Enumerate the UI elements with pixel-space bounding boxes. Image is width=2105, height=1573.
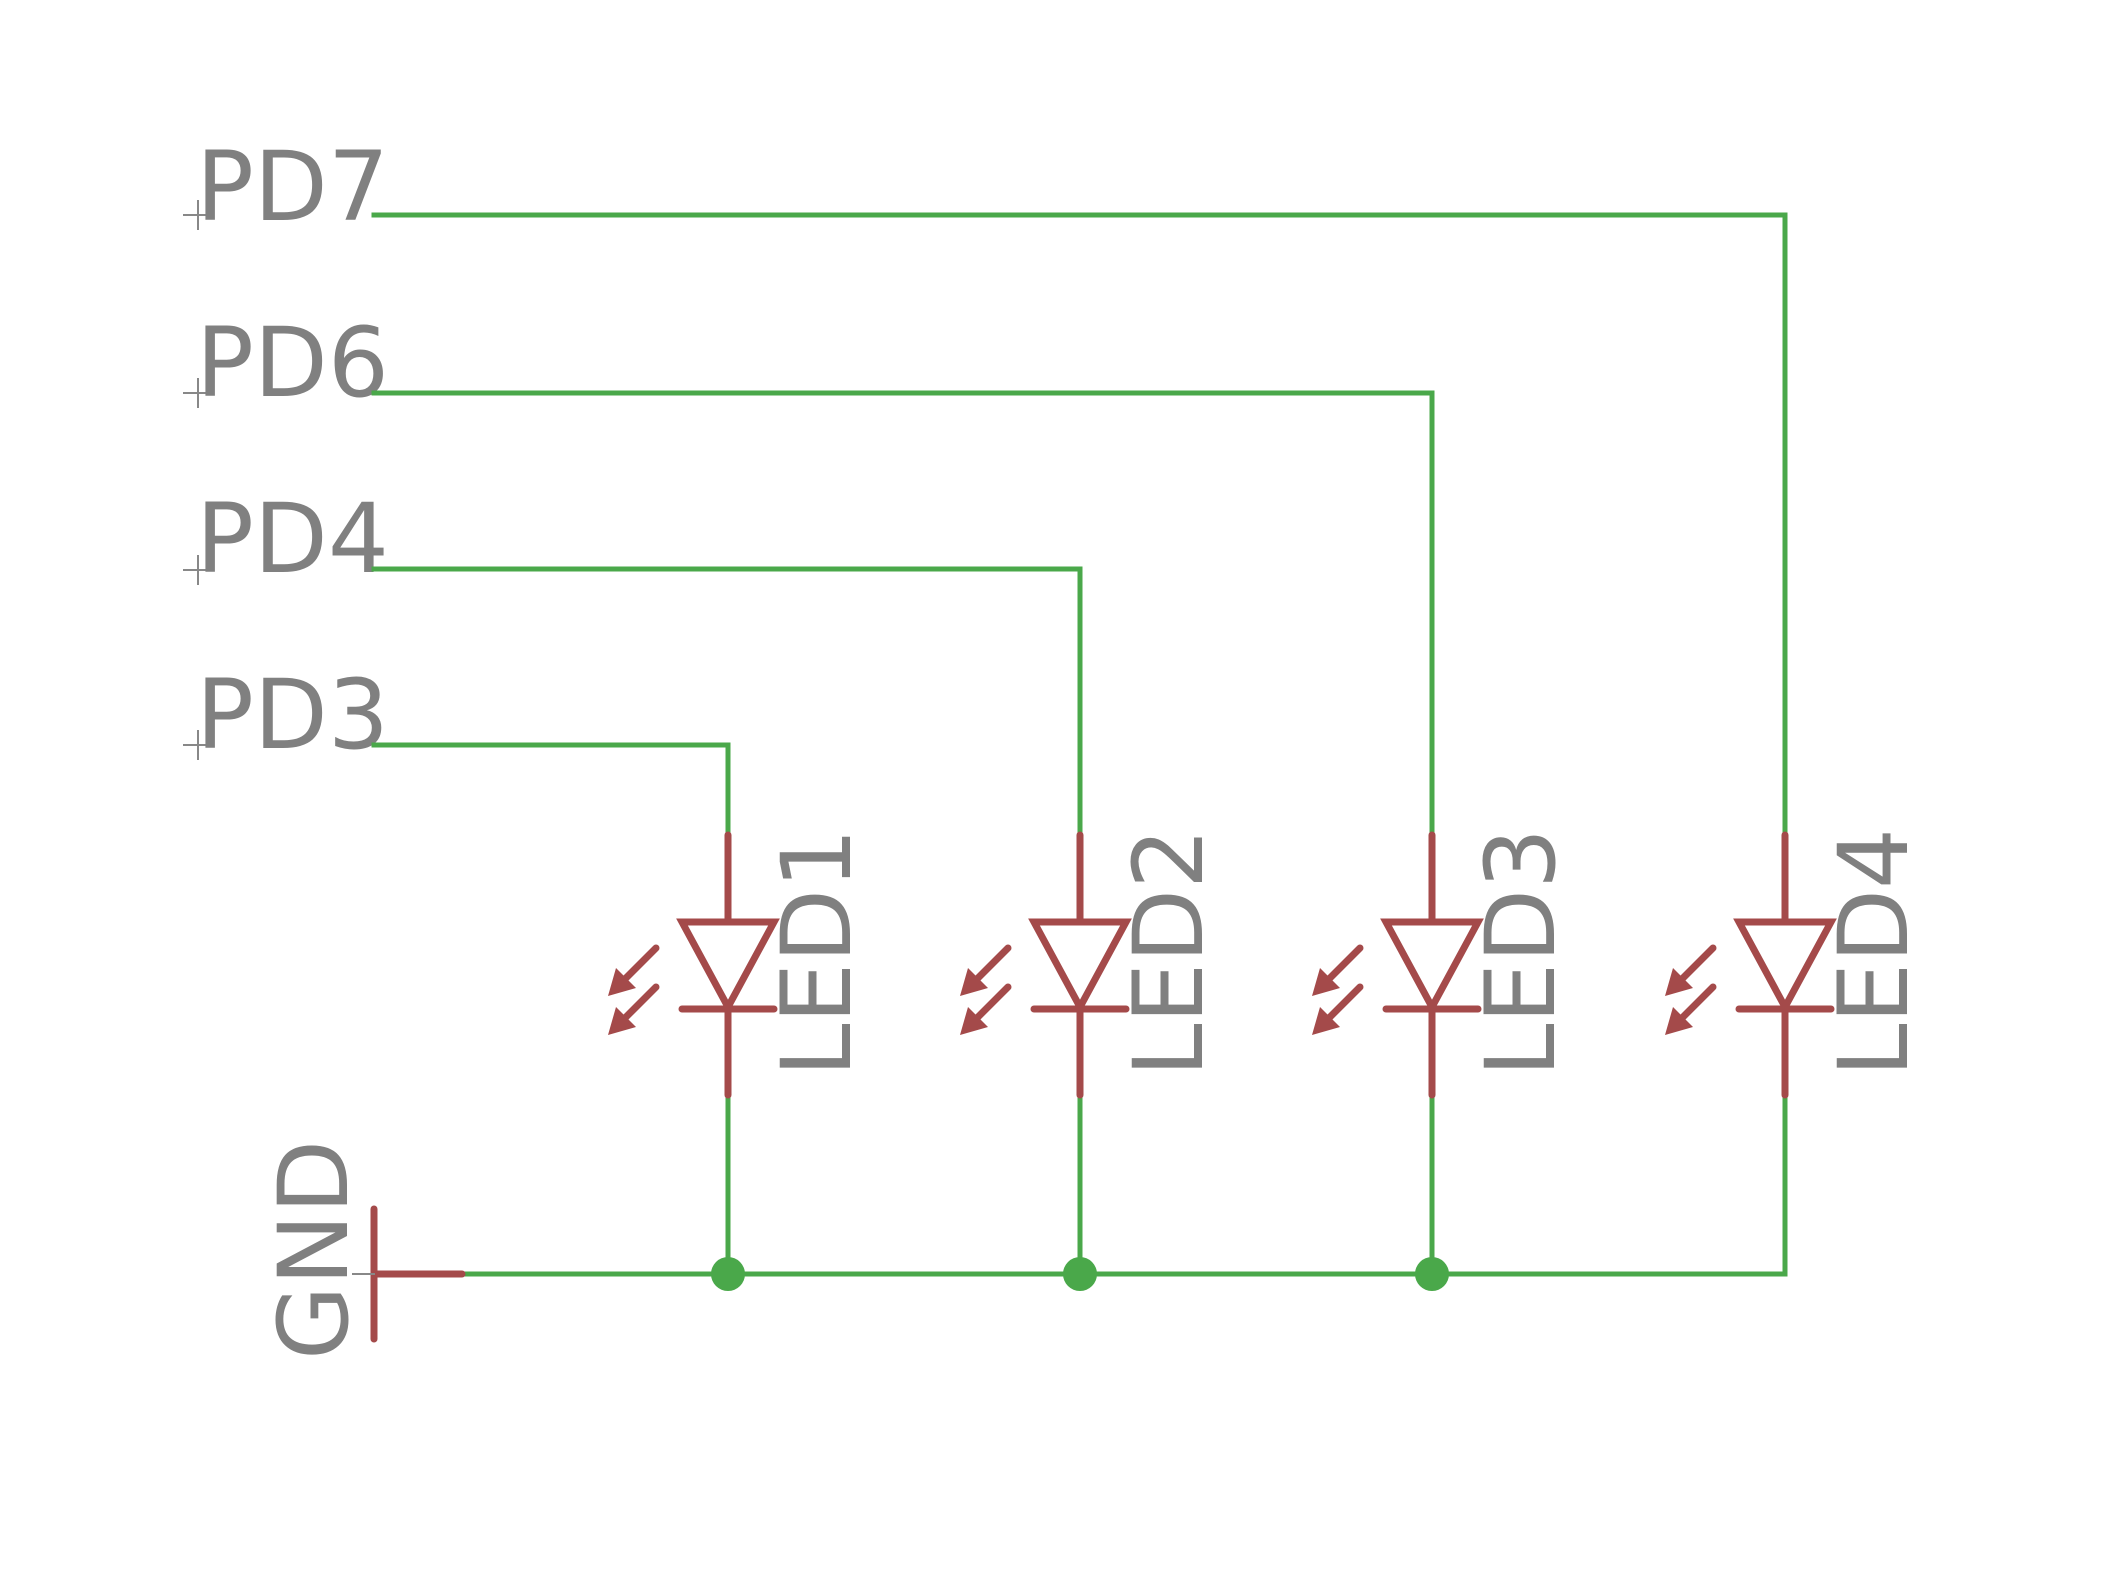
diode-triangle-icon xyxy=(676,918,780,1015)
junction-dot xyxy=(1063,1257,1097,1291)
net-label-text: PD4 xyxy=(196,483,389,595)
diode-triangle-icon xyxy=(1380,918,1484,1015)
net-label-pd4: PD4 xyxy=(183,483,389,595)
led-label: LED1 xyxy=(761,828,873,1077)
wire-pd3 xyxy=(371,742,731,833)
origin-cross xyxy=(183,378,213,408)
arrow-heads xyxy=(608,968,636,1035)
net-label-text: PD3 xyxy=(196,659,389,771)
arrow-heads xyxy=(1312,968,1340,1035)
led3-symbol: LED3 xyxy=(1312,828,1577,1099)
wire-pd4 xyxy=(371,566,1083,833)
wire-gnd-bus xyxy=(461,1097,1788,1277)
net-label-pd3: PD3 xyxy=(183,659,389,771)
net-label-text: PD7 xyxy=(196,131,389,243)
junction-dot xyxy=(1415,1257,1449,1291)
origin-cross xyxy=(183,730,213,760)
diode-triangle-icon xyxy=(1028,918,1132,1015)
led-label: LED2 xyxy=(1113,828,1225,1077)
arrow-heads xyxy=(1665,968,1693,1035)
led-label: LED3 xyxy=(1465,828,1577,1077)
led1-symbol: LED1 xyxy=(608,828,873,1099)
net-label-pd6: PD6 xyxy=(183,307,389,419)
net-label-pd7: PD7 xyxy=(183,131,389,243)
wire-pd6 xyxy=(371,390,1435,833)
junction-dot xyxy=(711,1257,745,1291)
led4-symbol: LED4 xyxy=(1665,828,1930,1099)
gnd-label: GND xyxy=(258,1140,370,1360)
diode-triangle-icon xyxy=(1733,918,1837,1015)
wire-pd7 xyxy=(371,212,1788,833)
net-label-text: PD6 xyxy=(196,307,389,419)
led-label: LED4 xyxy=(1818,828,1930,1077)
led2-symbol: LED2 xyxy=(960,828,1225,1099)
gnd-symbol: GND xyxy=(258,1140,466,1360)
origin-cross xyxy=(183,555,213,585)
origin-cross xyxy=(183,200,213,230)
arrow-heads xyxy=(960,968,988,1035)
